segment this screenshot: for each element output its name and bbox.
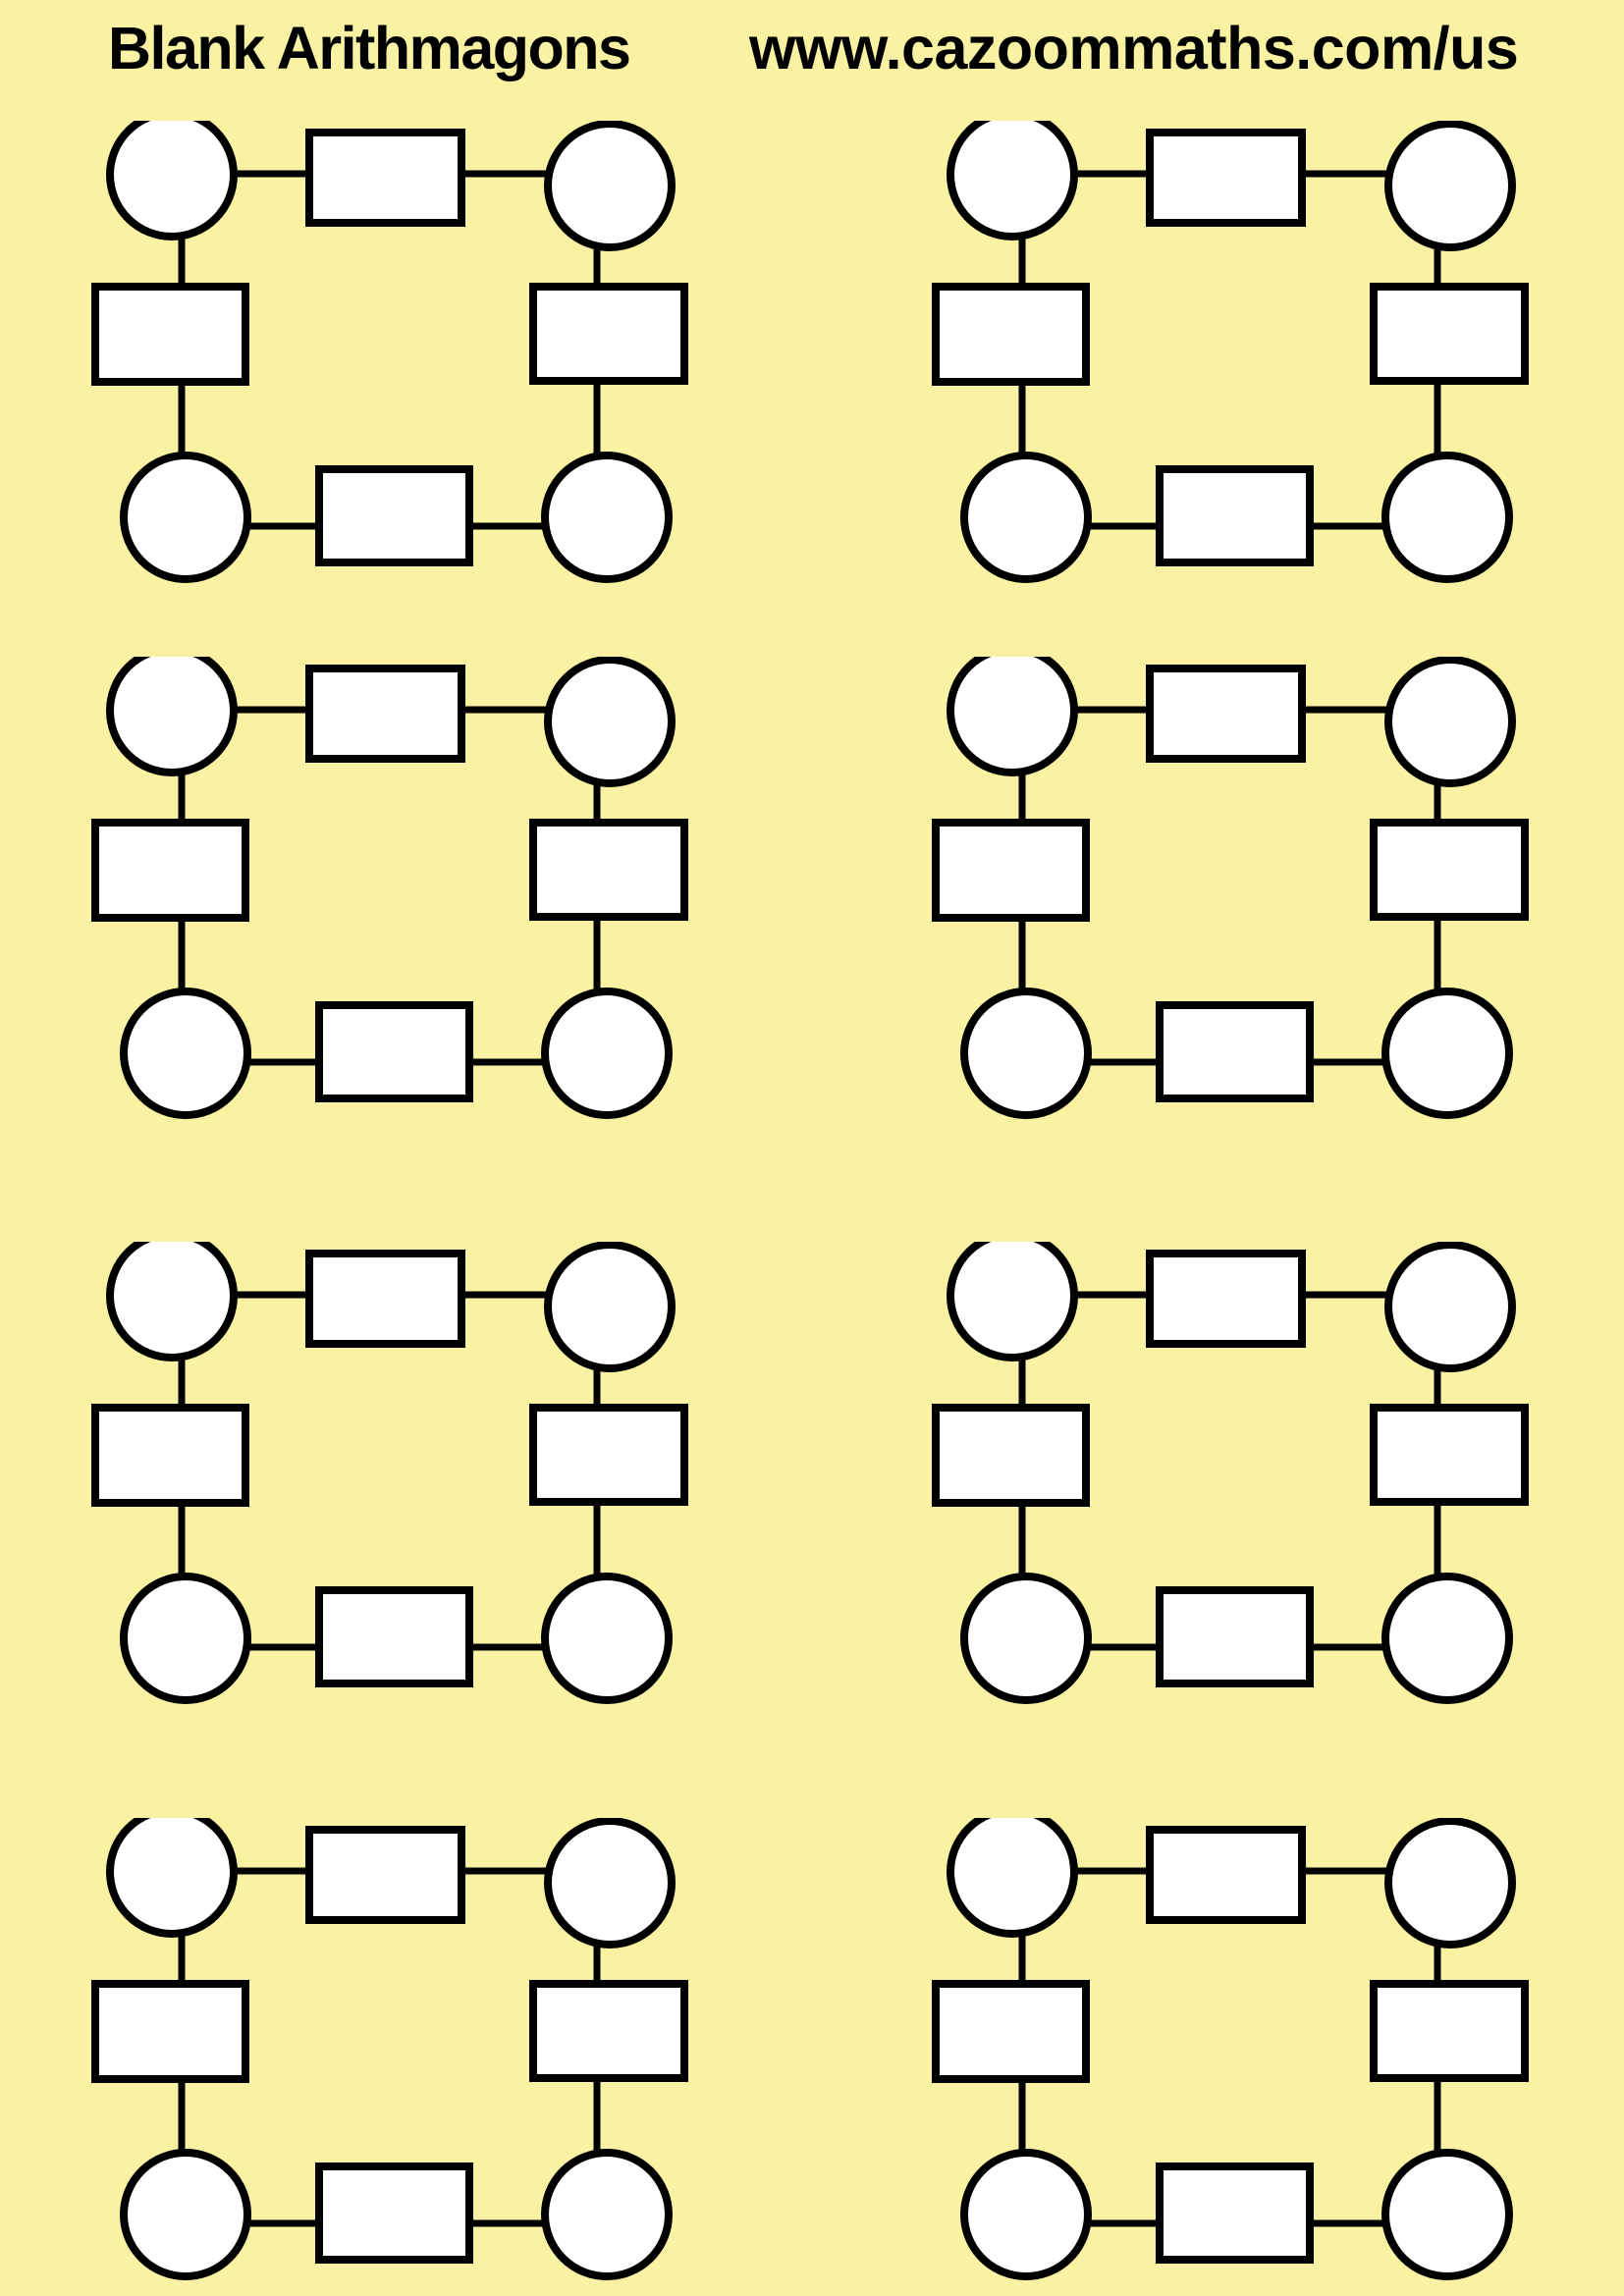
node-circle-bottom-left xyxy=(120,452,251,583)
sum-box-right xyxy=(529,819,688,921)
website-url: www.cazoommaths.com/us xyxy=(749,15,1519,81)
sum-box-bottom xyxy=(1156,1586,1314,1687)
node-circle-top-left xyxy=(106,121,238,240)
arithmagon-2 xyxy=(932,121,1529,583)
sum-box-right xyxy=(1370,1404,1529,1506)
arithmagon-6 xyxy=(932,1242,1529,1704)
node-circle-top-left xyxy=(106,1242,238,1362)
sum-box-top xyxy=(305,129,465,227)
node-circle-top-right xyxy=(1384,121,1516,251)
node-circle-bottom-right xyxy=(1381,452,1513,583)
arithmagon-8 xyxy=(932,1818,1529,2280)
node-circle-top-right xyxy=(544,657,676,787)
node-circle-top-right xyxy=(1384,657,1516,787)
node-circle-bottom-left xyxy=(960,988,1092,1119)
node-circle-top-right xyxy=(1384,1818,1516,1949)
sum-box-left xyxy=(91,819,249,922)
sum-box-bottom xyxy=(1156,465,1314,566)
node-circle-top-right xyxy=(544,1818,676,1949)
node-circle-top-left xyxy=(947,657,1078,776)
node-circle-bottom-left xyxy=(120,2149,251,2280)
sum-box-top xyxy=(305,1826,465,1924)
sum-box-left xyxy=(91,283,249,386)
sum-box-top xyxy=(1146,665,1306,763)
sum-box-bottom xyxy=(1156,2163,1314,2264)
node-circle-top-right xyxy=(544,121,676,251)
sum-box-top xyxy=(305,1250,465,1348)
sum-box-bottom xyxy=(1156,1001,1314,1102)
node-circle-bottom-right xyxy=(541,988,673,1119)
node-circle-bottom-left xyxy=(960,1573,1092,1704)
node-circle-bottom-left xyxy=(120,988,251,1119)
node-circle-bottom-left xyxy=(960,2149,1092,2280)
sum-box-bottom xyxy=(315,465,473,566)
sum-box-left xyxy=(91,1404,249,1507)
sum-box-right xyxy=(1370,283,1529,385)
sum-box-bottom xyxy=(315,2163,473,2264)
node-circle-bottom-left xyxy=(120,1573,251,1704)
node-circle-top-left xyxy=(947,1242,1078,1362)
node-circle-top-left xyxy=(106,657,238,776)
node-circle-bottom-right xyxy=(1381,1573,1513,1704)
sum-box-left xyxy=(932,1404,1090,1507)
sum-box-left xyxy=(932,819,1090,922)
sum-box-right xyxy=(529,1404,688,1506)
sum-box-right xyxy=(1370,819,1529,921)
sum-box-top xyxy=(305,665,465,763)
node-circle-top-left xyxy=(106,1818,238,1938)
sum-box-left xyxy=(932,283,1090,386)
node-circle-top-left xyxy=(947,121,1078,240)
node-circle-bottom-right xyxy=(541,2149,673,2280)
arithmagon-1 xyxy=(91,121,688,583)
node-circle-bottom-right xyxy=(1381,988,1513,1119)
sum-box-bottom xyxy=(315,1586,473,1687)
page-title: Blank Arithmagons xyxy=(108,15,631,81)
sum-box-bottom xyxy=(315,1001,473,1102)
sum-box-right xyxy=(529,1980,688,2082)
node-circle-top-right xyxy=(544,1242,676,1372)
sum-box-top xyxy=(1146,129,1306,227)
sum-box-top xyxy=(1146,1826,1306,1924)
node-circle-bottom-right xyxy=(541,452,673,583)
node-circle-bottom-right xyxy=(1381,2149,1513,2280)
sum-box-right xyxy=(1370,1980,1529,2082)
node-circle-top-left xyxy=(947,1818,1078,1938)
arithmagon-3 xyxy=(91,657,688,1119)
node-circle-bottom-left xyxy=(960,452,1092,583)
arithmagon-7 xyxy=(91,1818,688,2280)
sum-box-right xyxy=(529,283,688,385)
node-circle-bottom-right xyxy=(541,1573,673,1704)
arithmagon-4 xyxy=(932,657,1529,1119)
sum-box-left xyxy=(91,1980,249,2083)
sum-box-left xyxy=(932,1980,1090,2083)
sum-box-top xyxy=(1146,1250,1306,1348)
node-circle-top-right xyxy=(1384,1242,1516,1372)
arithmagon-5 xyxy=(91,1242,688,1704)
